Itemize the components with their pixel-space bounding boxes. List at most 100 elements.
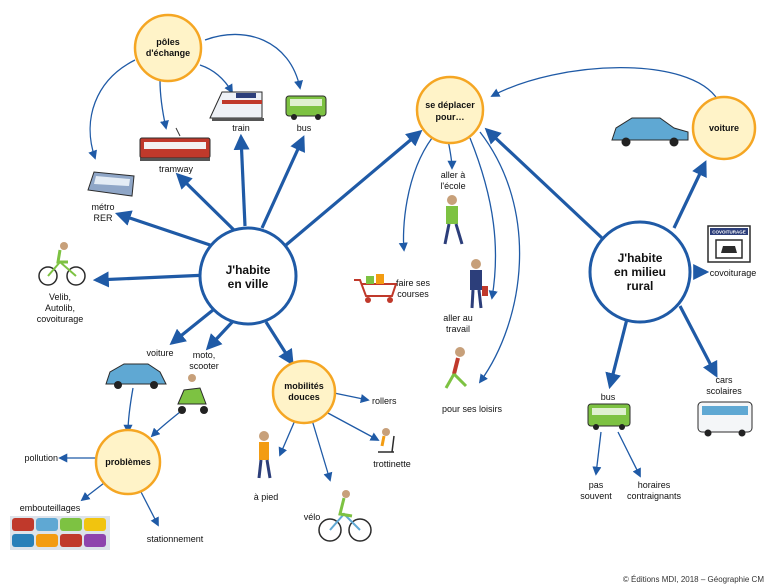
metro-icon <box>87 171 135 197</box>
arrow-to-deplacer <box>284 129 423 247</box>
moto-line1: moto, <box>193 350 216 360</box>
rural-hub-line2: en milieu <box>614 265 666 279</box>
car-icon <box>105 363 167 389</box>
bus-icon <box>285 95 327 120</box>
moto-line2: scooter <box>189 361 219 371</box>
velib-line1: Velib, <box>49 292 71 302</box>
ecole-line2: l'école <box>440 181 465 191</box>
schoolchild-icon <box>443 195 464 245</box>
metro-line2: RER <box>93 213 113 223</box>
arrow-poles-bus <box>204 33 303 90</box>
arrow-deplacer-courses <box>398 137 433 252</box>
metro-line1: métro <box>91 202 114 212</box>
poles-line1: pôles <box>156 37 180 47</box>
ecole-line1: aller à <box>441 170 466 180</box>
pied-label: à pied <box>254 492 279 502</box>
stationnement-label: stationnement <box>147 534 204 544</box>
arrow-poles-train <box>199 64 233 94</box>
velo-label: vélo <box>304 512 321 522</box>
velib-line2: Autolib, <box>45 303 75 313</box>
arrow-mobilites-trottinette <box>325 411 380 441</box>
rural-arrows <box>484 127 718 390</box>
pas-line1: pas <box>589 480 604 490</box>
rural-bus-label: bus <box>601 392 616 402</box>
deplacer-node: se déplacer pour… <box>415 75 485 145</box>
school-coach-icon <box>697 401 753 437</box>
trottinette-label: trottinette <box>373 459 411 469</box>
rural-bus-icon <box>587 403 631 430</box>
worker-icon <box>470 259 488 309</box>
arrow-bus-horaires <box>617 431 641 478</box>
arrow-poles-tram <box>159 79 169 130</box>
bus-label: bus <box>297 123 312 133</box>
poles-line2: d'échange <box>146 48 190 58</box>
rural-voiture-label: voiture <box>709 123 739 133</box>
arrow-to-velib <box>92 271 209 288</box>
arrow-mobilites-pied <box>278 417 297 457</box>
scooter-icon <box>177 374 208 414</box>
arrow-deplacer-loisirs <box>478 131 521 384</box>
cyclist-icon <box>38 242 86 286</box>
arrow-to-voiture-city <box>169 304 220 346</box>
cars-line2: scolaires <box>706 386 742 396</box>
rural-car-icon <box>611 117 689 147</box>
pas-line2: souvent <box>580 491 612 501</box>
poles-echange-node: pôles d'échange <box>133 13 203 83</box>
arrow-bus-pas-souvent <box>592 431 602 476</box>
arrow-to-train <box>233 133 250 227</box>
runner-icon <box>444 347 468 389</box>
city-hub-line1: J'habite <box>226 263 271 277</box>
courses-line2: courses <box>397 289 429 299</box>
tramway-label: tramway <box>159 164 194 174</box>
scooter-kid-icon <box>378 428 395 453</box>
voiture-city-label: voiture <box>146 348 173 358</box>
arrow-rural-to-deplacer <box>484 127 604 240</box>
covoit-sign-text: COVOITURAGE <box>712 230 746 235</box>
arrow-to-moto <box>205 316 238 351</box>
horaires-line2: contraignants <box>627 491 682 501</box>
arrow-rural-to-cars <box>678 305 718 378</box>
arrow-mobilites-rollers <box>333 392 370 403</box>
travail-line2: travail <box>446 324 470 334</box>
arrow-poles-metro <box>88 59 136 160</box>
arrow-voiture-problemes <box>123 387 134 434</box>
rural-hub-line1: J'habite <box>618 251 663 265</box>
city-hub-line2: en ville <box>228 277 269 291</box>
velib-line3: covoiturage <box>37 314 84 324</box>
tramway-icon <box>139 127 211 161</box>
pedestrian-icon <box>257 431 272 479</box>
arrow-moto-problemes <box>150 411 181 438</box>
deplacer-line2: pour… <box>436 112 465 122</box>
embouteillages-label: embouteillages <box>20 503 81 513</box>
arrow-voiture-deplacer <box>490 67 719 101</box>
cars-line1: cars <box>715 375 733 385</box>
thin-arrows <box>58 33 719 527</box>
rollers-label: rollers <box>372 396 397 406</box>
shopping-cart-icon <box>354 274 398 303</box>
covoiturage-sign-icon: COVOITURAGE <box>707 225 751 263</box>
deplacer-line1: se déplacer <box>425 100 475 110</box>
train-icon <box>209 91 264 121</box>
mobilites-line1: mobilités <box>284 381 324 391</box>
arrow-mobilites-velo <box>311 419 333 482</box>
arrow-rural-to-voiture <box>672 160 707 229</box>
train-label: train <box>232 123 250 133</box>
arrow-rural-to-bus <box>605 314 630 390</box>
city-arrows <box>92 129 423 366</box>
city-hub: J'habite en ville <box>198 226 298 326</box>
mobilites-node: mobilités douces <box>271 359 337 425</box>
loisirs-label: pour ses loisirs <box>442 404 503 414</box>
horaires-line1: horaires <box>638 480 671 490</box>
mobilites-line2: douces <box>288 392 320 402</box>
arrow-to-metro <box>114 210 217 249</box>
covoiturage-label: covoiturage <box>710 268 757 278</box>
arrow-deplacer-travail <box>469 137 498 300</box>
rural-voiture-node: voiture <box>691 95 757 161</box>
arrow-to-mobilites <box>264 321 294 366</box>
problemes-label: problèmes <box>105 457 151 467</box>
courses-line1: faire ses <box>396 278 431 288</box>
arrow-to-bus <box>260 135 305 229</box>
problemes-node: problèmes <box>94 428 162 496</box>
arrow-problemes-stationnement <box>139 489 159 527</box>
